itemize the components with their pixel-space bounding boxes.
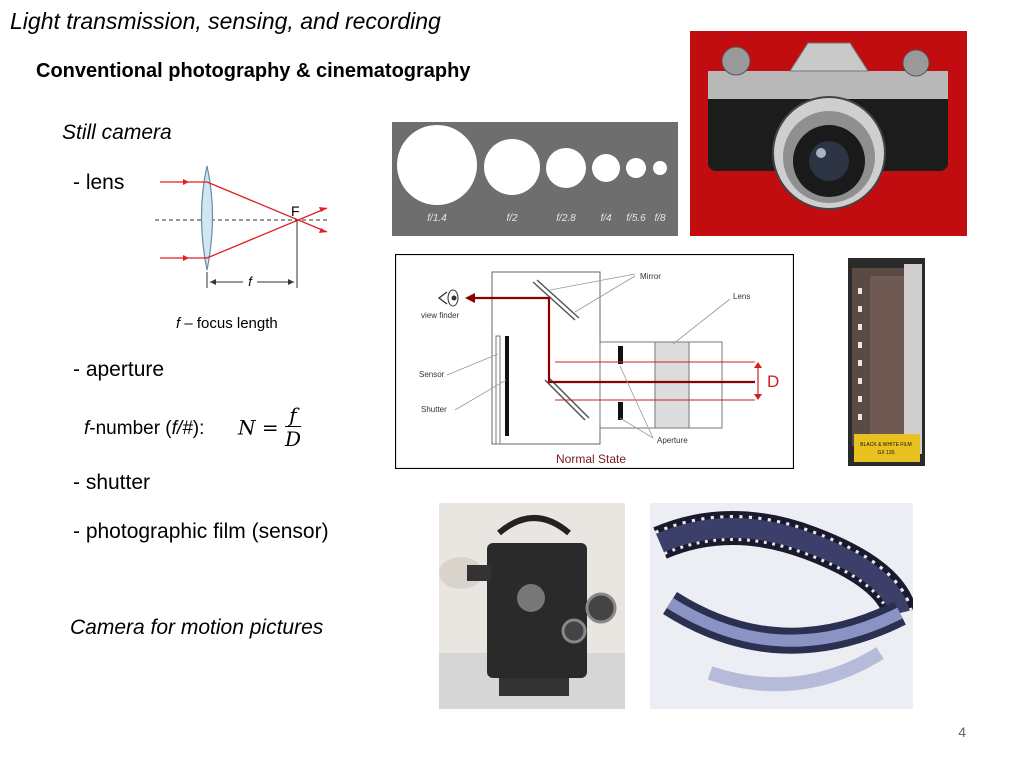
fnumber-f: f	[84, 418, 90, 439]
aperture-label-5: f/5.6	[626, 213, 646, 224]
fnumber-label: f-number (f/#):	[84, 418, 204, 440]
motion-picture-camera-photo	[439, 503, 625, 709]
shutter-label: Shutter	[421, 405, 447, 414]
formula-numerator: f	[284, 404, 302, 427]
fnumber-mid: -number (	[89, 418, 172, 439]
slr-schematic-diagram: D Mirror Lens view finder Sensor Shutter…	[395, 254, 794, 469]
bullet-aperture: - aperture	[73, 358, 165, 381]
focus-caption-text: – focus length	[180, 315, 278, 332]
aperture-label-2: f/2	[506, 213, 518, 224]
lens-ray-diagram: f F	[155, 165, 330, 289]
aperture-strip-image: f/1.4 f/2 f/2.8 f/4 f/5.6 f/8	[392, 122, 678, 236]
still-camera-photo	[690, 31, 967, 236]
fnumber-fslash: f/#	[171, 418, 193, 439]
fnumber-formula: N = f D	[238, 404, 302, 451]
formula-denominator: D	[284, 427, 302, 451]
lens-f-label: f	[248, 274, 253, 289]
focal-point-label: F	[291, 203, 300, 219]
mirror-label: Mirror	[640, 272, 661, 281]
film-box-line2: GX 135	[878, 450, 895, 456]
aperture-diagram-label: Aperture	[657, 436, 688, 445]
slide-title: Light transmission, sensing, and recordi…	[10, 8, 441, 34]
diameter-d-label: D	[767, 372, 779, 391]
film-box-line1: BLACK & WHITE FILM	[860, 442, 911, 448]
lens-shape	[200, 165, 214, 271]
sensor-label: Sensor	[419, 370, 445, 379]
focus-f-symbol: f	[176, 315, 181, 332]
slide-subtitle: Conventional photography & cinematograph…	[36, 60, 471, 82]
motion-picture-heading: Camera for motion pictures	[70, 616, 324, 639]
fnumber-end: ):	[192, 418, 205, 439]
formula-equals: =	[261, 415, 279, 440]
film-canister-photo: BLACK & WHITE FILM GX 135	[848, 258, 925, 466]
normal-state-label: Normal State	[556, 452, 626, 466]
lens-label: Lens	[733, 292, 750, 301]
bullet-lens: - lens	[73, 171, 125, 194]
aperture-label-1: f/1.4	[427, 213, 447, 224]
formula-fraction: f D	[284, 404, 302, 451]
still-camera-heading: Still camera	[62, 121, 172, 144]
page-number: 4	[958, 724, 966, 740]
film-strip-photo	[650, 503, 913, 709]
aperture-label-3: f/2.8	[556, 213, 576, 224]
bullet-film: - photographic film (sensor)	[73, 520, 329, 543]
formula-n: N	[238, 415, 256, 440]
aperture-label-6: f/8	[654, 213, 666, 224]
view-finder-label: view finder	[421, 311, 460, 320]
aperture-label-4: f/4	[600, 213, 612, 224]
bullet-shutter: - shutter	[73, 471, 151, 494]
focus-length-caption: f – focus length	[176, 315, 278, 332]
